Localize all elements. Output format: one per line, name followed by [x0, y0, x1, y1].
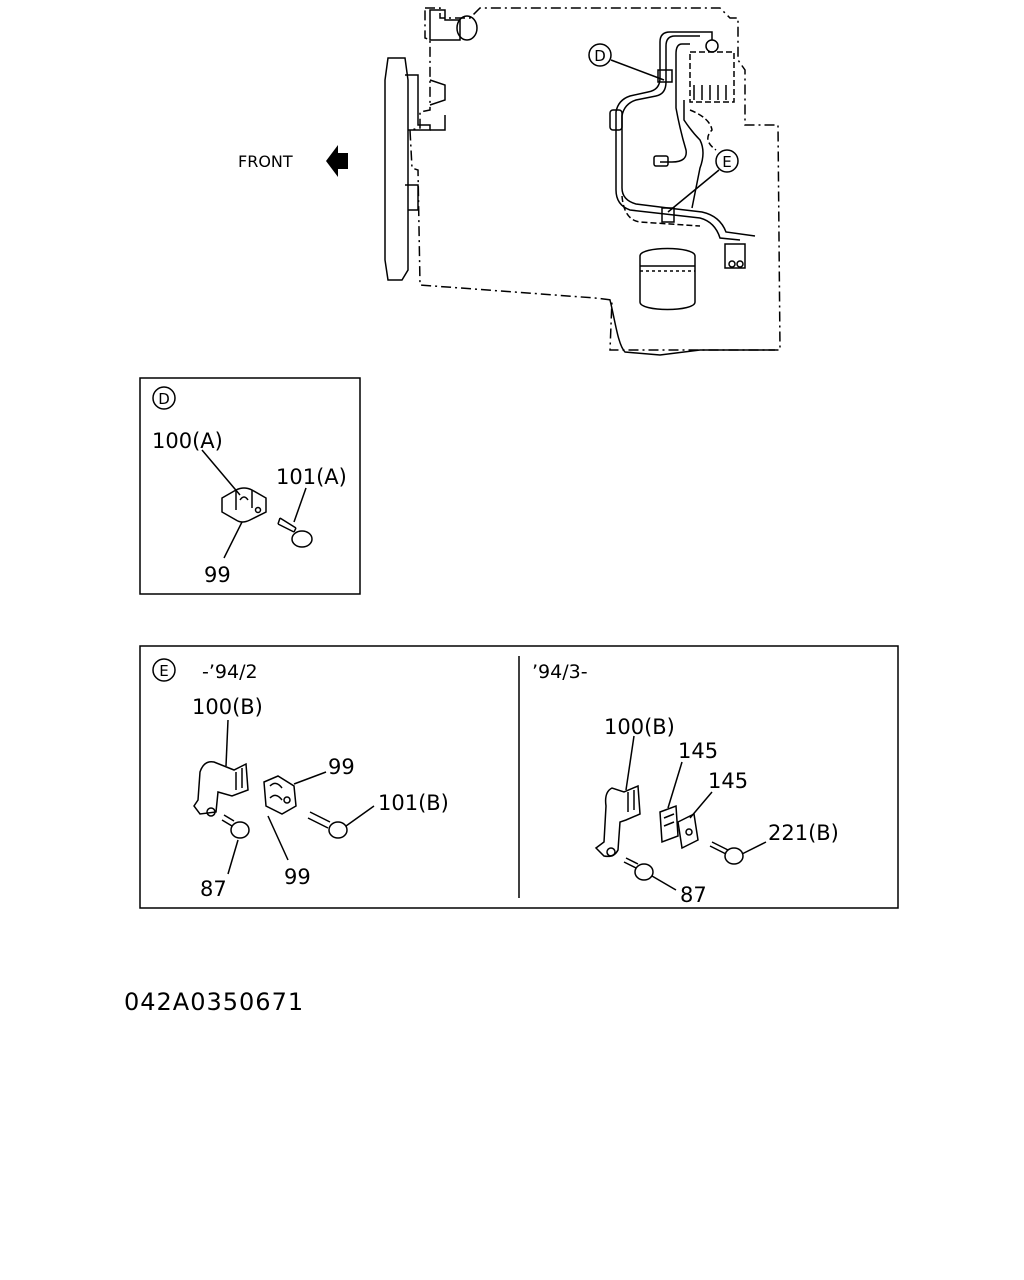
bracket-100b-left — [194, 762, 248, 814]
bolt-221b-right — [710, 842, 728, 854]
engine-front-detail — [405, 75, 430, 210]
engine-bottom-housing — [610, 300, 775, 355]
drawing-code: 042A0350671 — [124, 988, 305, 1016]
detail-e-marker — [153, 659, 175, 681]
callout-d — [589, 44, 664, 80]
engine-overview — [385, 8, 780, 355]
bolt-101b-left — [308, 812, 330, 828]
lower-bracket — [725, 244, 745, 268]
detail-e-right-date: ’94/3- — [532, 661, 588, 683]
detail-e-left-parts — [194, 720, 374, 874]
front-label: FRONT — [238, 152, 293, 171]
detail-e-left-label-clamp-bottom: 99 — [284, 865, 311, 889]
engine-top-bump — [430, 10, 460, 40]
bolt-87-left — [222, 815, 234, 826]
callout-e — [668, 150, 738, 212]
clip-145b — [678, 814, 698, 848]
engine-front-cover — [385, 58, 408, 280]
detail-d-label-clip: 100(A) — [152, 429, 223, 453]
detail-e-left-label-bracket: 100(B) — [192, 695, 263, 719]
detail-d-label-clamp: 99 — [204, 563, 231, 587]
detail-d-frame — [140, 378, 360, 594]
pump-block — [690, 52, 734, 102]
front-arrow-icon — [326, 145, 348, 177]
detail-d-label-bolt: 101(A) — [276, 465, 347, 489]
bracket-100b-right — [596, 786, 640, 856]
callout-e-letter: E — [722, 153, 731, 171]
clamp-99-left — [264, 776, 296, 814]
detail-e-right-label-bolt: 221(B) — [768, 821, 839, 845]
detail-e-frame — [140, 646, 898, 908]
fuel-pipe-dashed — [622, 196, 700, 226]
detail-e-right-label-bracket: 100(B) — [604, 715, 675, 739]
callout-d-letter: D — [594, 47, 606, 65]
fuel-pipe-4 — [684, 100, 703, 208]
detail-e-marker-letter: E — [159, 662, 168, 680]
bolt-87-right — [624, 858, 638, 868]
clip-100a — [222, 488, 266, 522]
detail-d-parts — [202, 450, 312, 558]
engine-cap — [457, 16, 477, 40]
detail-e-left-date: -’94/2 — [202, 661, 258, 683]
fuel-pipe-1 — [616, 32, 740, 240]
fuel-pipe-3 — [660, 44, 690, 162]
detail-e-left-label-clamp-top: 99 — [328, 755, 355, 779]
detail-e-left-label-bolt-small: 87 — [200, 877, 227, 901]
detail-e-right-parts — [596, 736, 766, 890]
detail-e-right-label-bolt-small: 87 — [680, 883, 707, 907]
detail-d-marker-letter: D — [158, 390, 170, 408]
detail-e-right-label-clip-b: 145 — [708, 769, 748, 793]
oil-filter — [640, 249, 695, 310]
detail-d-marker — [153, 387, 175, 409]
engine-left-rib — [430, 80, 445, 130]
clip-145a — [660, 806, 678, 842]
detail-e-right-label-clip-a: 145 — [678, 739, 718, 763]
bolt-101a — [278, 518, 296, 532]
detail-e-left-label-bolt: 101(B) — [378, 791, 449, 815]
fuel-pipe-2 — [622, 36, 755, 236]
